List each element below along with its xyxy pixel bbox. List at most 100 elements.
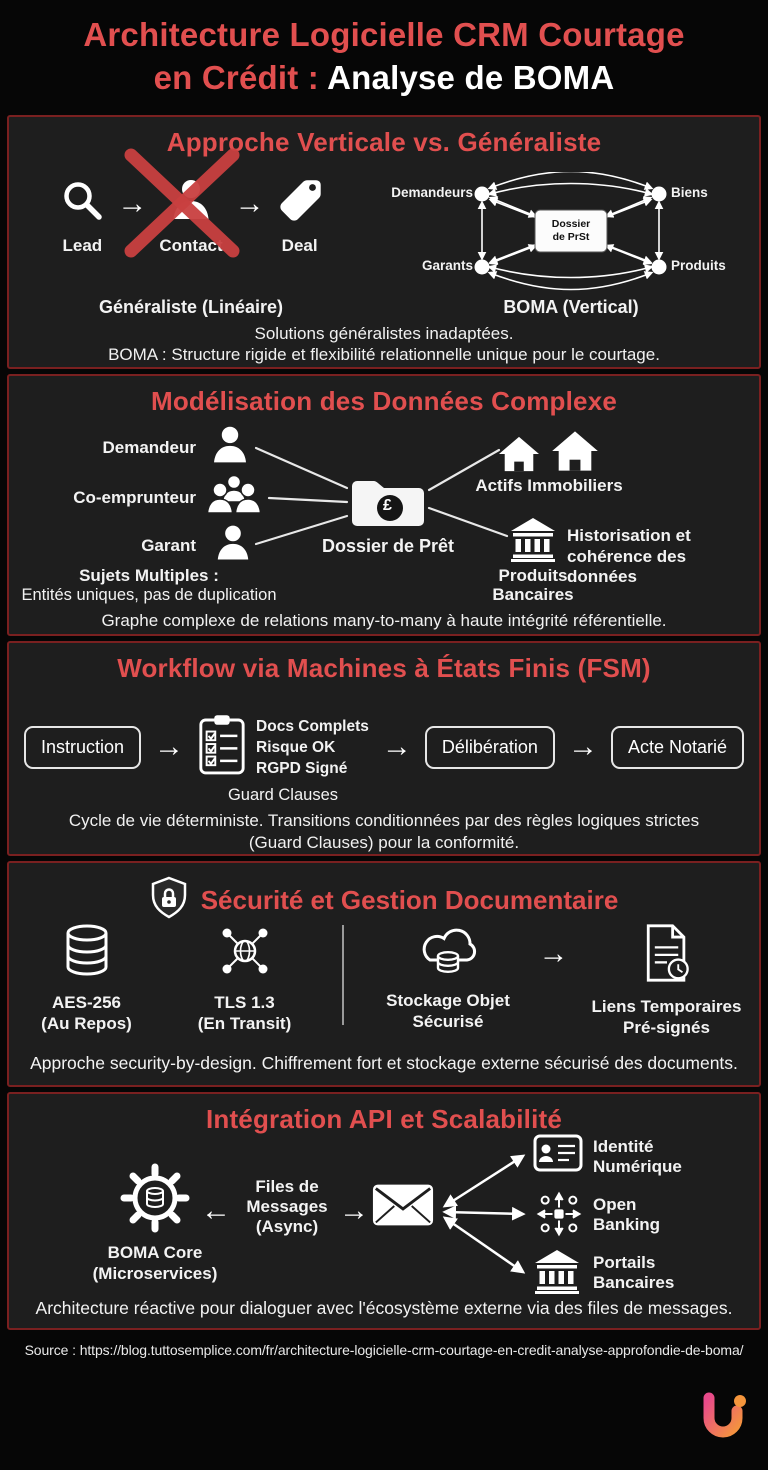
cloud-database-icon	[416, 923, 480, 982]
links-label-line1: Liens Temporaires	[591, 997, 742, 1016]
gear-database-icon	[117, 1160, 193, 1241]
center-node-line1: Dossier	[551, 218, 591, 231]
state-instruction: Instruction	[24, 725, 142, 769]
subjects-note-line2: Entités uniques, pas de duplication	[21, 586, 277, 604]
arrow-right-icon: →	[234, 187, 265, 220]
network-graph-icon	[474, 170, 667, 291]
section3-caption1: Cycle de vie déterministe. Transitions c…	[68, 811, 700, 830]
bank-icon	[533, 1248, 581, 1299]
security-item-storage: Stockage Objet Sécurisé	[366, 923, 531, 1033]
person-icon	[168, 177, 214, 228]
brand-logo	[696, 1388, 752, 1453]
security-item-aes: AES-256 (Au Repos)	[12, 923, 162, 1035]
state-acte-notarie: Acte Notarié	[610, 725, 744, 769]
historisation-line2: cohérence des données	[567, 547, 687, 586]
open-banking-label-line2: Banking	[593, 1215, 661, 1234]
section1-caption2: BOMA : Structure rigide et flexibilité r…	[108, 345, 660, 364]
node-label-demandeurs: Demandeurs	[391, 185, 473, 200]
demandeur-label: Demandeur	[102, 438, 196, 457]
boma-core-label-line1: BOMA Core	[107, 1243, 203, 1262]
guard-conditions: Docs Complets Risque OK RGPD Signé	[256, 717, 369, 778]
section5-title: Intégration API et Scalabilité	[205, 1104, 563, 1134]
search-icon	[59, 177, 105, 228]
section4-title-row: Sécurité et Gestion Documentaire	[9, 863, 759, 925]
relation-lines	[254, 446, 509, 546]
section4-caption: Approche security-by-design. Chiffrement…	[30, 1053, 738, 1073]
section4-title: Sécurité et Gestion Documentaire	[200, 885, 619, 915]
page-title-line2-white: Analyse de BOMA	[319, 58, 615, 96]
vertical-divider	[341, 925, 344, 1025]
loan-folder-icon: £	[346, 474, 430, 537]
loan-folder-label: Dossier de Prêt	[321, 536, 455, 556]
id-card-icon	[533, 1132, 583, 1179]
section2-title: Modélisation des Données Complexe	[150, 386, 618, 416]
source-text: Source : https://blog.tuttosemplice.com/…	[24, 1342, 744, 1358]
node-label-garants: Garants	[421, 258, 473, 273]
house-icon	[497, 434, 541, 479]
linear-caption: Généraliste (Linéaire)	[98, 297, 284, 317]
folder-currency-symbol: £	[383, 497, 392, 514]
section1-title: Approche Verticale vs. Généraliste	[166, 127, 602, 157]
page-title-line1: Architecture Logicielle CRM Courtage	[83, 16, 685, 53]
fsm-flow: Instruction →	[9, 701, 759, 804]
section-approche-verticale: Approche Verticale vs. Généraliste Lead …	[7, 115, 761, 369]
garant-label: Garant	[141, 536, 196, 555]
network-center-node: Dossier de PrSt	[535, 210, 607, 252]
arrow-left-icon: ←	[201, 1194, 231, 1227]
guard-condition: Risque OK	[256, 738, 336, 756]
section-workflow-fsm: Workflow via Machines à États Finis (FSM…	[7, 641, 761, 856]
queue-label-line3: (Async)	[255, 1217, 319, 1236]
subjects-note-line1: Sujets Multiples :	[79, 566, 219, 585]
arrow-right-icon: →	[381, 730, 412, 763]
envelope-icon	[371, 1182, 435, 1233]
section-securite-documentaire: Sécurité et Gestion Documentaire AES-256	[7, 861, 761, 1087]
produits-label-line1: Produits	[498, 566, 568, 585]
node-label-biens: Biens	[671, 185, 708, 200]
deal-item: Deal	[277, 177, 323, 256]
tag-icon	[277, 177, 323, 228]
storage-label-line1: Stockage Objet	[386, 991, 510, 1010]
security-items-row: AES-256 (Au Repos)	[9, 923, 759, 1039]
section3-caption2: (Guard Clauses) pour la conformité.	[248, 833, 520, 852]
open-banking-hub-icon	[535, 1190, 583, 1243]
shield-lock-icon	[150, 876, 188, 925]
section3-title: Workflow via Machines à États Finis (FSM…	[117, 653, 651, 683]
checklist-clipboard-icon	[197, 714, 247, 781]
page-title-line2-red: en Crédit :	[153, 58, 319, 96]
queue-label-line1: Files de	[255, 1177, 319, 1196]
tls-label-line2: (En Transit)	[197, 1014, 292, 1034]
historisation-line1: Historisation et	[567, 526, 691, 545]
tls-label-line1: TLS 1.3	[214, 993, 275, 1012]
lead-label: Lead	[62, 236, 103, 255]
linear-flow-diagram: Lead → Contact → Deal	[35, 148, 347, 258]
center-node-line2: de PrSt	[552, 231, 590, 243]
section2-caption: Graphe complexe de relations many-to-man…	[101, 611, 667, 630]
house-icon	[550, 428, 600, 479]
portails-label-line2: Bancaires	[593, 1273, 675, 1292]
guard-condition: Docs Complets	[256, 717, 369, 735]
tls-network-icon	[217, 923, 273, 984]
arrow-right-icon: →	[538, 937, 569, 970]
network-caption: BOMA (Vertical)	[503, 297, 639, 317]
contact-label: Contact	[159, 236, 223, 255]
network-diagram: Demandeurs Biens Garants Produits Dossie…	[387, 170, 755, 292]
page-title: Architecture Logicielle CRM Courtage en …	[0, 14, 768, 100]
state-deliberation: Délibération	[424, 725, 555, 769]
deal-label: Deal	[281, 236, 318, 255]
arrow-right-icon: →	[567, 730, 598, 763]
storage-label-line2: Sécurisé	[412, 1012, 484, 1032]
queue-label-line2: Messages	[246, 1197, 328, 1216]
links-label-line2: Pré-signés	[623, 1018, 710, 1038]
coemprunteur-label: Co-emprunteur	[73, 488, 196, 507]
aes-label-line1: AES-256	[52, 993, 121, 1012]
document-clock-icon	[639, 923, 695, 988]
section5-caption: Architecture réactive pour dialoguer ave…	[35, 1298, 733, 1318]
identite-label-line2: Numérique	[593, 1157, 682, 1176]
bank-icon	[509, 516, 557, 567]
identite-label-line1: Identité	[593, 1137, 654, 1156]
section-integration-api: Intégration API et Scalabilité BOMA Core…	[7, 1092, 761, 1330]
guard-clauses-label: Guard Clauses	[227, 785, 338, 804]
security-item-tls: TLS 1.3 (En Transit)	[170, 923, 320, 1035]
open-banking-label-line1: Open	[593, 1195, 637, 1214]
